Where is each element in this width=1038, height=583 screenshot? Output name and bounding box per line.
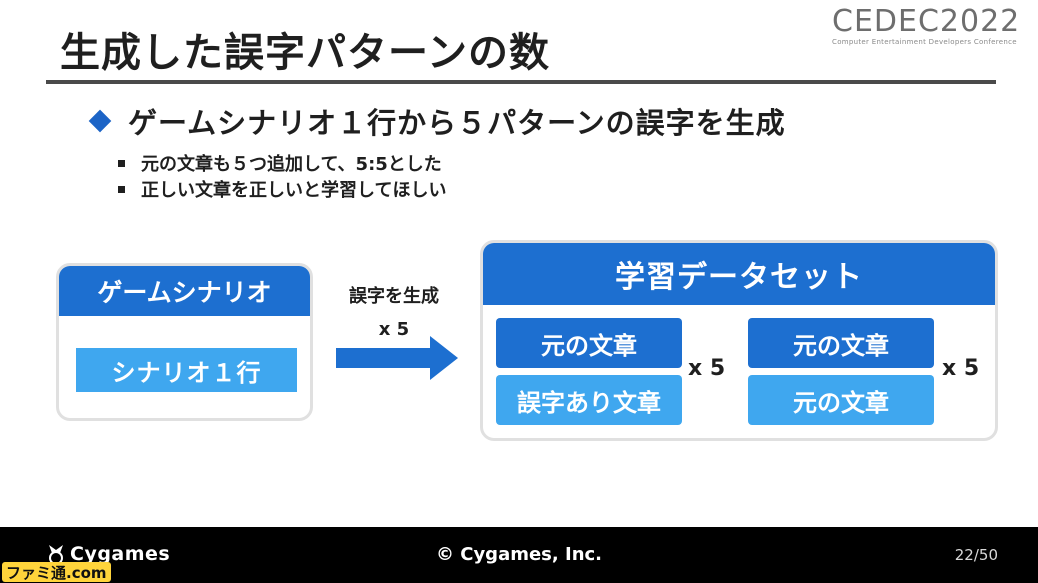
cedec-logo: CEDEC2022 Computer Entertainment Develop… (832, 6, 1022, 54)
sub-bullet-list: 元の文章も５つ追加して、5:5とした 正しい文章を正しいと学習してほしい (118, 150, 446, 202)
arrow-multiplier: x 5 (378, 319, 410, 340)
left-group-multiplier: x 5 (688, 356, 726, 381)
game-scenario-box: ゲームシナリオ シナリオ１行 (56, 263, 313, 421)
title-divider (46, 80, 996, 84)
typo-sentence-chip: 誤字あり文章 (496, 375, 682, 425)
original-sentence-chip: 元の文章 (748, 318, 934, 368)
footer-bar: Cygames © Cygames, Inc. 22/50 (0, 527, 1038, 583)
diamond-bullet-icon (88, 109, 112, 133)
copyright-text: © Cygames, Inc. (435, 544, 603, 565)
game-scenario-header: ゲームシナリオ (59, 266, 310, 316)
page-number: 22/50 (954, 546, 998, 564)
square-bullet-icon (118, 185, 125, 193)
cedec-logo-subtitle: Computer Entertainment Developers Confer… (832, 38, 1017, 46)
slide-title: 生成した誤字パターンの数 (60, 30, 550, 76)
sub-bullet-text: 元の文章も５つ追加して、5:5とした (141, 154, 442, 175)
cedec-logo-text: CEDEC2022 (832, 4, 1021, 39)
right-group-multiplier: x 5 (942, 356, 980, 381)
cygames-logo-text: Cygames (70, 543, 171, 565)
square-bullet-icon (118, 159, 125, 167)
sub-bullet: 正しい文章を正しいと学習してほしい (118, 176, 446, 202)
main-bullet: ゲームシナリオ１行から５パターンの誤字を生成 (88, 100, 786, 142)
original-sentence-chip: 元の文章 (496, 318, 682, 368)
generate-typo-label: 誤字を生成 (349, 286, 439, 307)
sub-bullet: 元の文章も５つ追加して、5:5とした (118, 150, 446, 176)
right-arrow-icon (336, 336, 458, 380)
sub-bullet-text: 正しい文章を正しいと学習してほしい (141, 180, 447, 201)
training-dataset-header: 学習データセット (483, 243, 995, 305)
scenario-line-chip: シナリオ１行 (76, 348, 297, 392)
arrow-label: 誤字を生成 x 5 (332, 280, 456, 346)
main-bullet-text: ゲームシナリオ１行から５パターンの誤字を生成 (128, 106, 786, 140)
famitsu-watermark: ファミ通.com (2, 562, 111, 582)
original-sentence-chip: 元の文章 (748, 375, 934, 425)
